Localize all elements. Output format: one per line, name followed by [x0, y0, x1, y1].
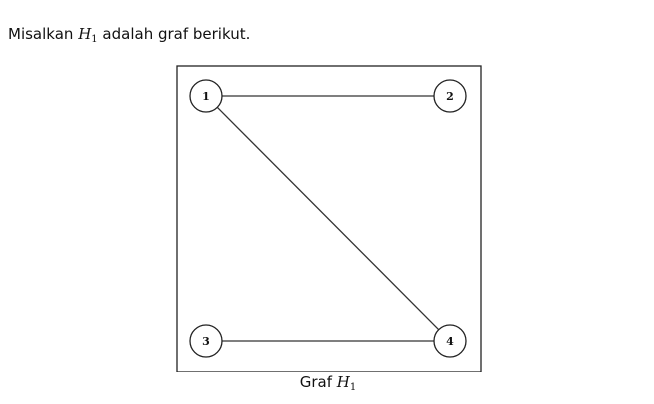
edges-layer — [216, 95, 440, 342]
node-circle-3 — [189, 324, 223, 358]
node-label-2: 2 — [446, 90, 454, 103]
node-3: 3 — [189, 324, 223, 358]
nodes-layer: 1 2 3 4 — [189, 79, 467, 358]
graph-symbol: H1 — [78, 25, 98, 45]
node-2: 2 — [433, 79, 467, 113]
intro-suffix: adalah graf berikut. — [97, 25, 251, 43]
graph-h1-diagram: 1 2 3 4 — [176, 65, 482, 372]
graph-caption: Graf H1 — [0, 372, 654, 398]
graph-frame — [176, 65, 482, 372]
node-label-1: 1 — [202, 90, 210, 103]
node-4: 4 — [433, 324, 467, 358]
graph-subscript: 1 — [91, 34, 98, 45]
caption-graph-symbol: H1 — [336, 373, 357, 393]
caption-text: Graf — [299, 373, 337, 391]
node-circle-4 — [433, 324, 467, 358]
node-circle-1 — [189, 79, 223, 113]
node-1: 1 — [189, 79, 223, 113]
caption-graph-subscript: 1 — [349, 382, 357, 393]
intro-text: Misalkan H1 adalah graf berikut. — [8, 24, 250, 50]
node-circle-2 — [433, 79, 467, 113]
edge-1-4 — [216, 106, 440, 331]
intro-prefix: Misalkan — [8, 25, 79, 43]
node-label-4: 4 — [446, 335, 454, 348]
node-label-3: 3 — [202, 335, 210, 348]
